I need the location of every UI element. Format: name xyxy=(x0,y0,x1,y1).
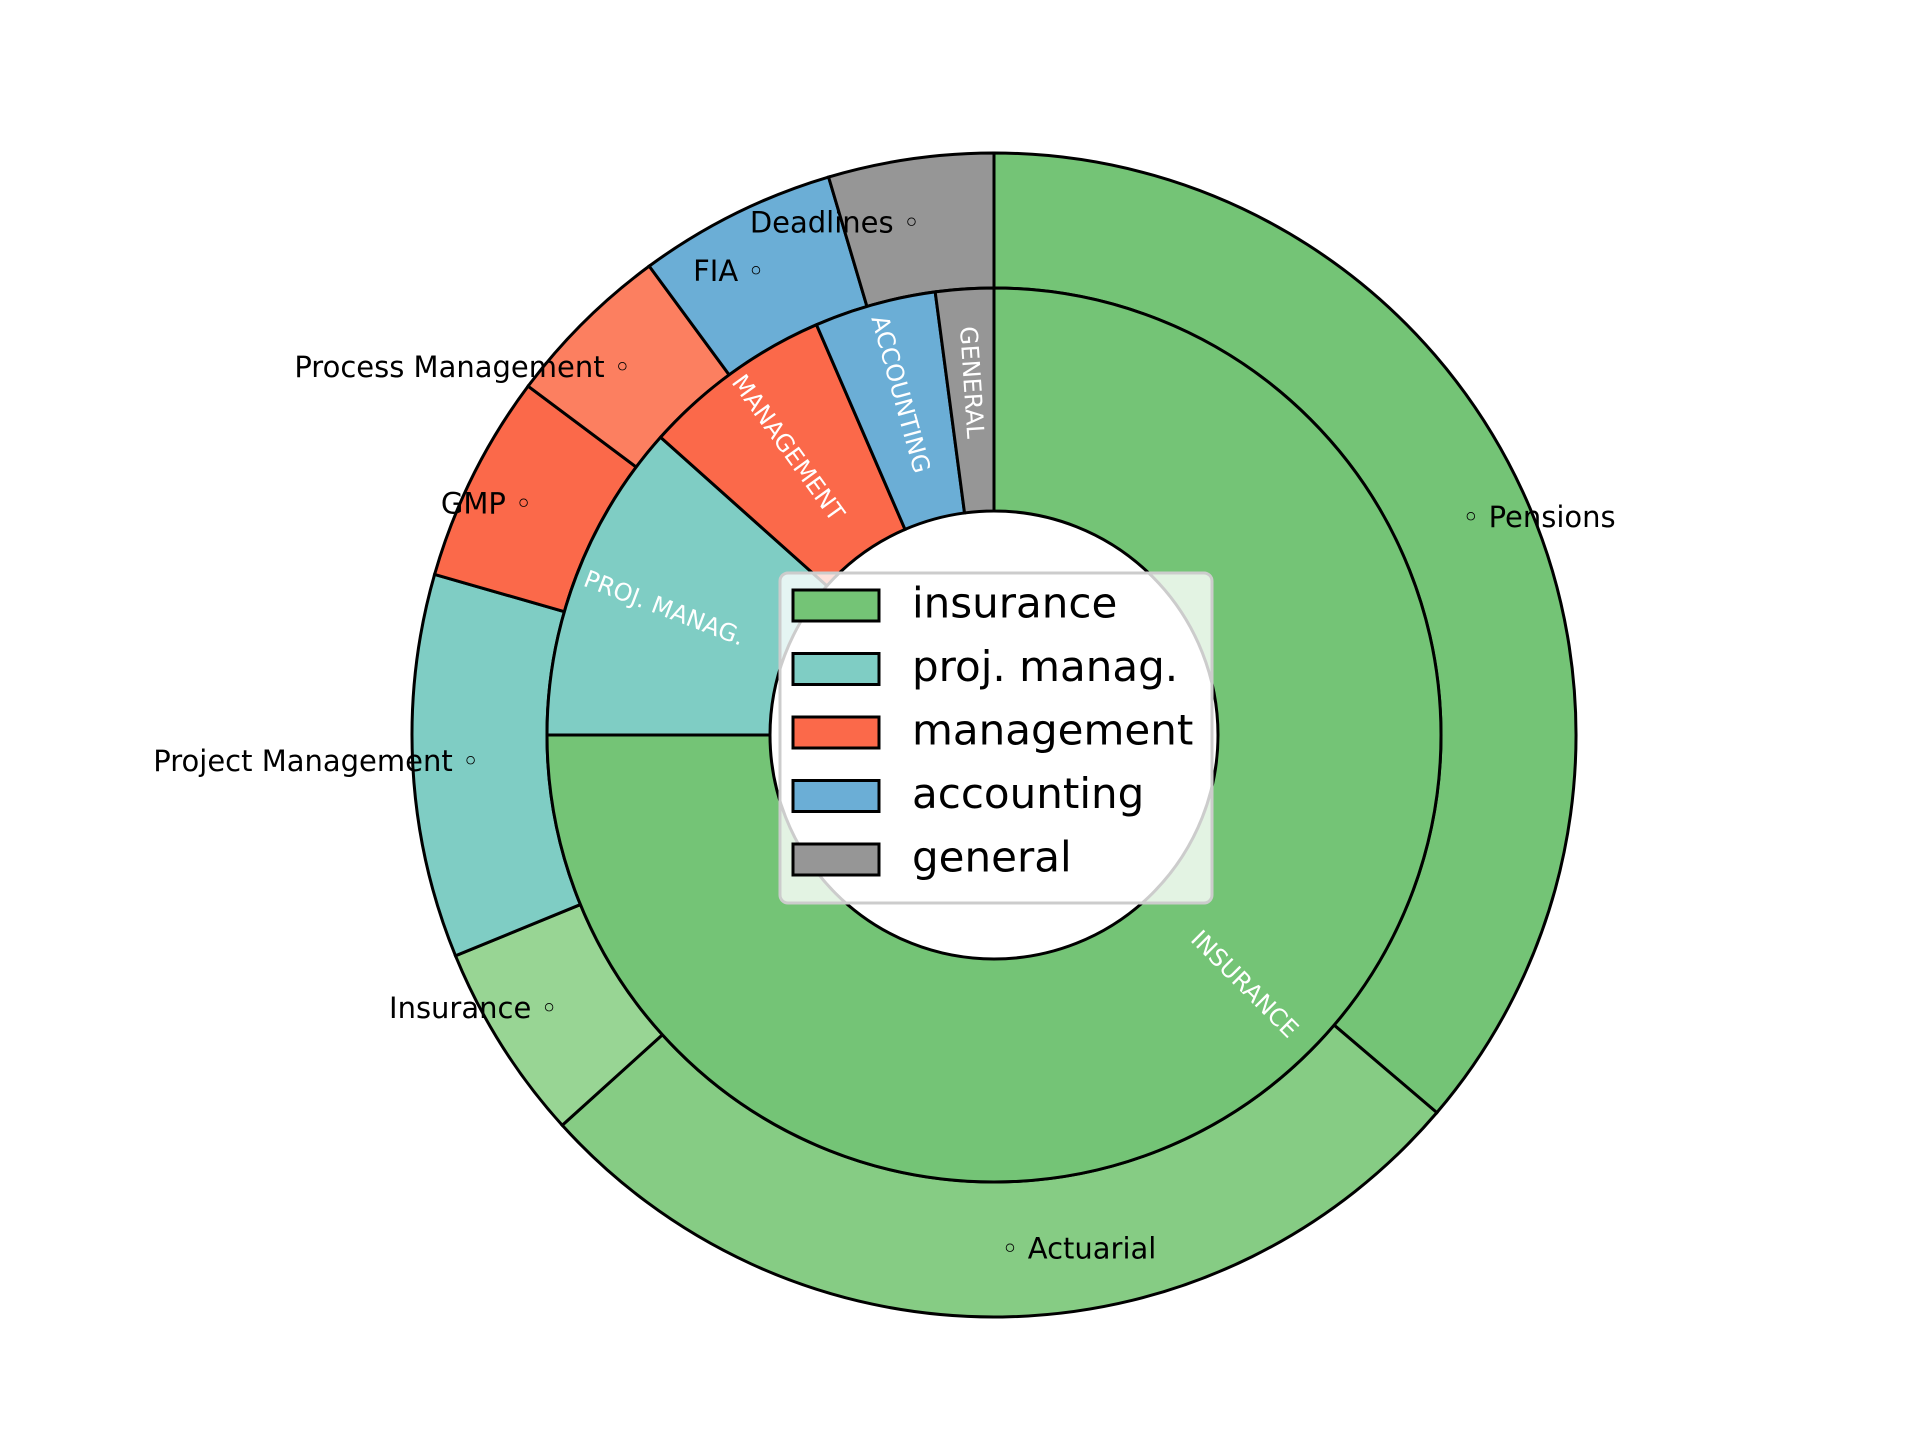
legend-label-management: management xyxy=(912,706,1193,755)
outer-label-gmp: GMP ◦ xyxy=(441,487,532,521)
outer-label-actuarial: ◦ Actuarial xyxy=(1001,1232,1156,1266)
legend-label-insurance: insurance xyxy=(912,579,1117,628)
legend-swatch-proj-manag xyxy=(791,652,881,686)
legend-label-accounting: accounting xyxy=(912,769,1144,818)
legend-swatch-accounting xyxy=(791,779,881,813)
legend-label-general: general xyxy=(912,833,1072,882)
outer-label-process-management: Process Management ◦ xyxy=(294,350,631,384)
legend-swatch-general xyxy=(791,842,881,877)
outer-label-fia: FIA ◦ xyxy=(693,254,764,288)
outer-label-pensions: ◦ Pensions xyxy=(1462,500,1615,534)
legend-swatch-insurance xyxy=(791,588,881,623)
legend: insurance proj. manag. management accountin… xyxy=(778,571,1214,905)
outer-label-insurance: Insurance ◦ xyxy=(389,991,558,1025)
legend-label-proj-manag: proj. manag. xyxy=(912,642,1178,691)
legend-frame xyxy=(778,571,1214,905)
inner-slice-general xyxy=(933,286,996,515)
legend-swatch-management xyxy=(791,715,881,750)
inner-ring xyxy=(545,286,1443,1184)
outer-label-project-management: Project Management ◦ xyxy=(153,744,479,778)
inner-slice-proj-manag xyxy=(545,435,830,737)
outer-ring-labels: ◦ Pensions ◦ Actuarial Insurance ◦ Project … xyxy=(153,206,1615,1266)
outer-label-deadlines: Deadlines ◦ xyxy=(750,206,920,240)
